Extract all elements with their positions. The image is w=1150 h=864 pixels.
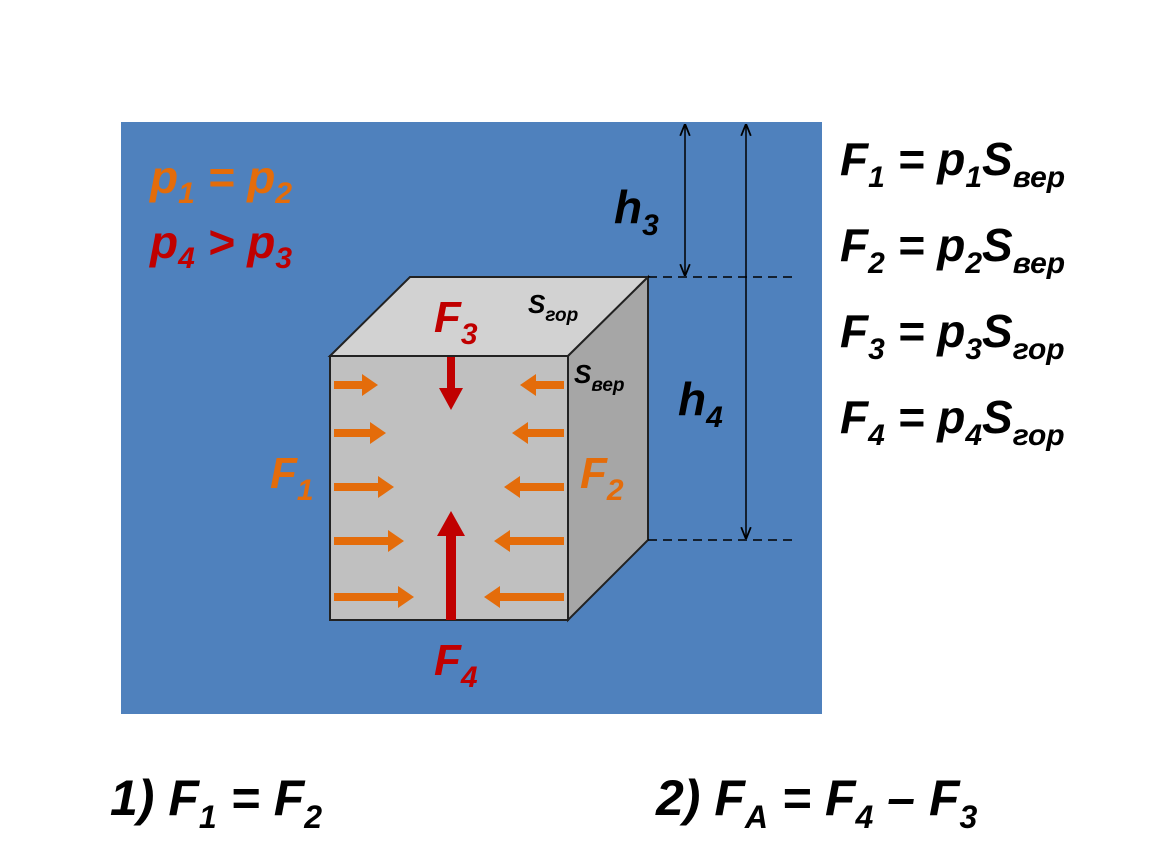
right-arrow-5 xyxy=(484,586,564,608)
h4-label: h4 xyxy=(678,373,723,434)
right-arrow-2 xyxy=(512,422,564,444)
right-pressure-arrows xyxy=(484,374,564,608)
condition-p4-p3: p4 > p3 xyxy=(148,216,292,275)
left-arrow-4 xyxy=(334,530,404,552)
formula-f1: F1 = p1Sвер xyxy=(840,133,1065,194)
f3-arrow xyxy=(439,357,463,410)
left-arrow-2 xyxy=(334,422,386,444)
right-arrow-3 xyxy=(504,476,564,498)
conclusion-2: 2) FA = F4 – F3 xyxy=(655,770,977,835)
conclusion-1: 1) F1 = F2 xyxy=(110,770,322,835)
formula-f4: F4 = p4Sгор xyxy=(840,391,1065,452)
right-arrow-1 xyxy=(520,374,564,396)
left-arrow-5 xyxy=(334,586,414,608)
h3-label: h3 xyxy=(614,181,659,242)
left-pressure-arrows xyxy=(334,374,414,608)
f1-label: F1 xyxy=(270,449,314,507)
f3-label: F3 xyxy=(434,293,478,351)
s-gor-label: Sгор xyxy=(528,289,578,326)
formula-f2: F2 = p2Sвер xyxy=(840,219,1065,280)
f2-label: F2 xyxy=(580,449,624,507)
left-arrow-1 xyxy=(334,374,378,396)
s-ver-label: Sвер xyxy=(574,359,625,396)
f4-arrow xyxy=(437,511,465,620)
formula-f3: F3 = p3Sгор xyxy=(840,305,1065,366)
left-arrow-3 xyxy=(334,476,394,498)
formula-list: F1 = p1Sвер F2 = p2Sвер F3 = p3Sгор F4 =… xyxy=(840,133,1065,452)
f4-label: F4 xyxy=(434,636,478,694)
condition-p1-p2: p1 = p2 xyxy=(148,151,292,210)
right-arrow-4 xyxy=(494,530,564,552)
